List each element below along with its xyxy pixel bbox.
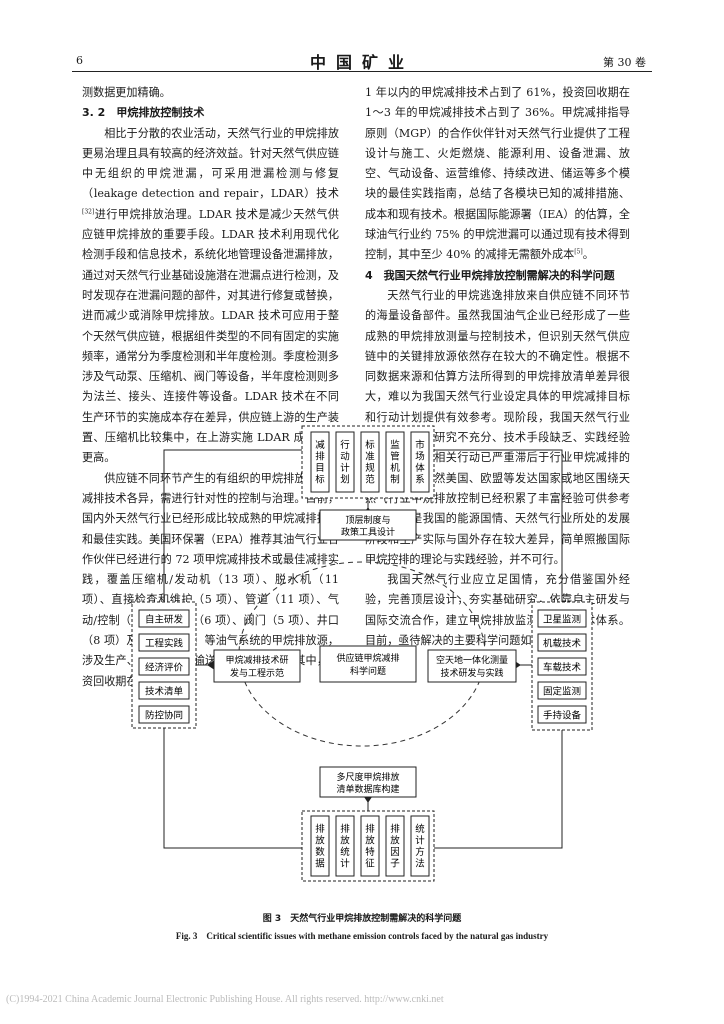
figure-item-box <box>410 431 430 493</box>
figure-item-box <box>385 815 405 877</box>
page-number: 6 <box>76 54 83 67</box>
footer-copyright: (C)1994-2021 China Academic Journal Elec… <box>6 994 444 1005</box>
figure-item-box <box>537 681 587 700</box>
bottom-items: 排放数据 排放统计 排放特征 排放因子 统计方法 <box>310 815 430 877</box>
figure-item-label: 标准规范 <box>365 439 375 486</box>
figure-item-label: 手持设备 <box>543 710 582 722</box>
figure-item-box <box>360 815 380 877</box>
paragraph-text: 1 年以内的甲烷减排技术占到了 61%，投资回收期在 1～3 年的甲烷减排技术占… <box>365 86 630 262</box>
right-box <box>427 649 517 683</box>
figure-item-box <box>335 815 355 877</box>
center-box <box>319 645 417 683</box>
journal-title: 中国矿业 <box>309 53 414 72</box>
figure-item-box <box>537 657 587 676</box>
page-header: 6 中国矿业 第 30 卷 <box>0 0 724 72</box>
figure-item-label: 自主研发 <box>145 614 184 626</box>
figure-item-label: 监管机制 <box>390 439 400 486</box>
section-heading-3-2: 3. 2 甲烷排放控制技术 <box>82 106 205 120</box>
figure-item-label: 市场体系 <box>415 439 425 486</box>
figure-3-diagram: 减排目标 行动计划 标准规范 监管机制 市场体系 排放数据 排放统计 排放特征 排放因子 统计方… <box>131 425 593 882</box>
paragraph: 相比于分散的农业活动，天然气行业的甲烷排放更易治理且具有较高的经济效益。针对天然… <box>82 124 339 469</box>
figure-item-label: 排放因子 <box>390 823 400 870</box>
figure-item-box <box>310 815 330 877</box>
figure-item-box <box>138 609 190 628</box>
top-box-line1: 顶层制度与 <box>345 514 390 526</box>
figure-item-label: 技术清单 <box>145 686 184 698</box>
citation-ref[interactable]: [5] <box>574 248 583 256</box>
right-box-line1: 空天地一体化测量 <box>436 654 508 666</box>
figure-item-box <box>310 431 330 493</box>
figure-item-label: 减排目标 <box>315 439 325 486</box>
top-items: 减排目标 行动计划 标准规范 监管机制 市场体系 <box>310 431 430 493</box>
paragraph-text: 进行甲烷排放治理。LDAR 技术是减少天然气供应链甲烷排放的重要手段。LDAR … <box>82 207 339 465</box>
figure-item-box <box>537 705 587 724</box>
figure-item-label: 统计方法 <box>415 823 425 870</box>
figure-item-box <box>335 431 355 493</box>
figure-item-label: 防控协同 <box>145 710 183 722</box>
figure-item-box <box>360 431 380 493</box>
bottom-box-line1: 多尺度甲烷排放 <box>336 771 399 783</box>
paragraph: 1 年以内的甲烷减排技术占到了 61%，投资回收期在 1～3 年的甲烷减排技术占… <box>365 83 630 266</box>
figure-item-label: 排放特征 <box>365 823 375 870</box>
figure-item-box <box>138 657 190 676</box>
figure-item-box <box>410 815 430 877</box>
figure-item-box <box>537 609 587 628</box>
figure-caption-en: Fig. 3 Critical scientific issues with m… <box>175 931 549 941</box>
left-box <box>213 649 301 683</box>
left-box-line1: 甲烷减排技术研 <box>225 654 288 666</box>
figure-item-box <box>138 633 190 652</box>
center-box-line2: 科学问题 <box>350 665 386 677</box>
bottom-box-line2: 清单数据库构建 <box>336 783 399 795</box>
figure-item-box <box>138 705 190 724</box>
section-heading-4: 4 我国天然气行业甲烷排放控制需解决的科学问题 <box>365 268 615 282</box>
figure-item-label: 经济评价 <box>145 662 184 674</box>
bottom-box <box>319 766 417 798</box>
figure-item-label: 工程实践 <box>145 638 184 650</box>
paragraph-text: 。 <box>582 248 594 262</box>
citation-ref[interactable]: [32] <box>82 208 95 216</box>
top-box-line2: 政策工具设计 <box>341 526 395 538</box>
top-box <box>319 509 417 541</box>
volume-label: 第 30 卷 <box>603 56 646 69</box>
figure-item-box <box>138 681 190 700</box>
figure-item-label: 机载技术 <box>543 638 582 650</box>
paragraph: 测数据更加精确。 <box>82 86 171 99</box>
left-box-line2: 发与工程示范 <box>230 667 284 679</box>
center-box-line1: 供应链甲烷减排 <box>336 652 399 664</box>
figure-item-label: 行动计划 <box>340 439 350 486</box>
header-rule <box>72 71 652 72</box>
figure-item-label: 车载技术 <box>543 662 582 674</box>
figure-caption-zh: 图 3 天然气行业甲烷排放控制需解决的科学问题 <box>262 914 462 924</box>
figure-item-label: 固定监测 <box>543 686 581 698</box>
paragraph-text: 相比于分散的农业活动，天然气行业的甲烷排放更易治理且具有较高的经济效益。针对天然… <box>82 126 339 201</box>
figure-item-label: 卫星监测 <box>543 614 581 626</box>
figure-item-label: 排放统计 <box>340 823 350 870</box>
figure-item-label: 排放数据 <box>315 823 325 870</box>
figure-item-box <box>537 633 587 652</box>
figure-item-box <box>385 431 405 493</box>
right-box-line2: 技术研发与实践 <box>440 667 503 679</box>
